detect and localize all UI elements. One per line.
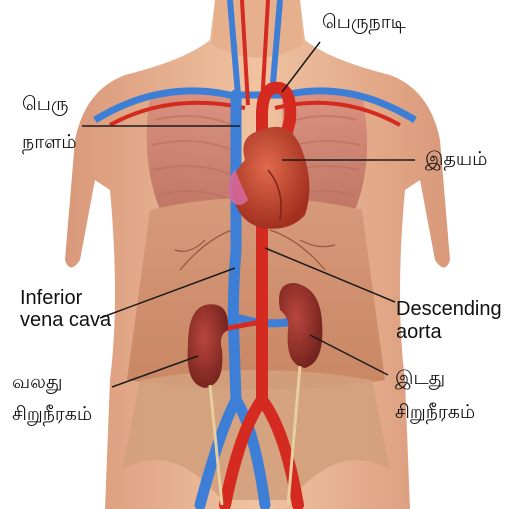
label-descending-aorta-line1: Descending <box>396 297 502 322</box>
label-left-kidney-line1: இடது <box>395 366 445 391</box>
label-vena-cava-line1: பெரு <box>22 92 69 117</box>
label-right-kidney-line1: வலது <box>12 370 62 395</box>
label-heart: இதயம் <box>425 147 487 172</box>
label-descending-aorta-line2: aorta <box>396 320 442 345</box>
label-right-kidney-line2: சிறுநீரகம் <box>12 402 92 427</box>
label-inferior-vena-cava-line2: vena cava <box>20 308 111 333</box>
label-left-kidney-line2: சிறுநீரகம் <box>395 400 475 425</box>
neck <box>212 0 303 58</box>
label-vena-cava-line2: நாளம் <box>22 130 77 155</box>
label-aorta: பெருநாடி <box>322 10 406 35</box>
